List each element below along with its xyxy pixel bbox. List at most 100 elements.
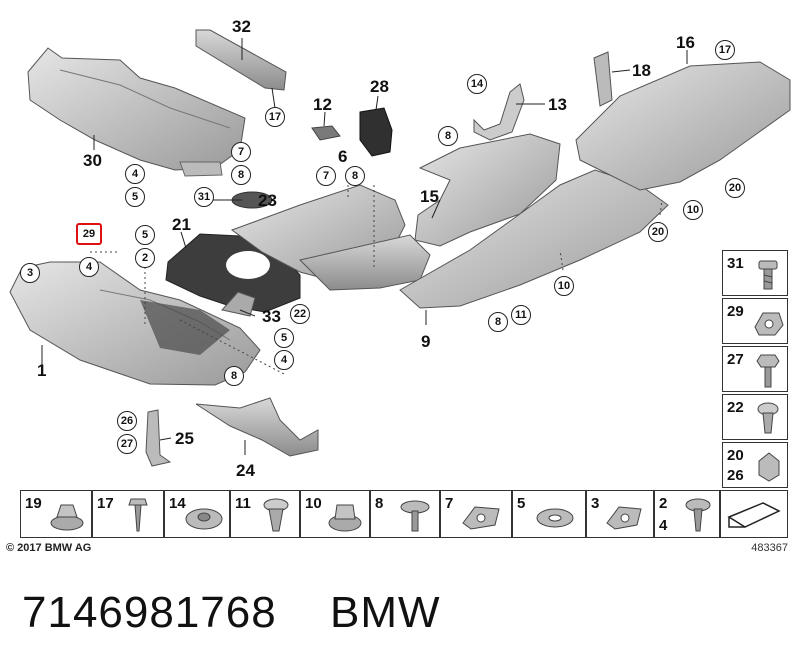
callout-24: 24 [236, 461, 255, 480]
legend-item-7: 7 [440, 490, 512, 538]
callout-28: 28 [370, 77, 389, 96]
callout-25: 25 [175, 429, 194, 448]
circle-31: 31 [194, 187, 214, 207]
legend-item-8: 8 [370, 490, 440, 538]
legend-num: 19 [25, 495, 42, 512]
plastic-rivet-icon [263, 498, 289, 532]
circle-17-b: 17 [715, 40, 735, 60]
dashed-leaders [90, 185, 663, 376]
circle-17-a: 17 [265, 107, 285, 127]
circle-5-a: 5 [125, 187, 145, 207]
part-16-rear-panel [575, 61, 791, 191]
part-6-panel [230, 184, 431, 291]
legend-num: 17 [97, 495, 114, 512]
part-9-side-panel [399, 169, 669, 309]
spring-nut-icon [754, 312, 784, 336]
torx-screw-icon [685, 498, 711, 532]
circle-22: 22 [290, 304, 310, 324]
part-number: 7146981768 [22, 588, 277, 637]
legend-item-11: 11 [230, 490, 300, 538]
circle-7-a: 7 [231, 142, 251, 162]
callout-32: 32 [232, 17, 251, 36]
callout-13: 13 [548, 95, 567, 114]
legend-item-2-4: 2 4 [654, 490, 720, 538]
circle-2: 2 [135, 248, 155, 268]
clip-nut-icon [462, 506, 500, 530]
legend-item-14: 14 [164, 490, 230, 538]
legend-num: 27 [727, 351, 744, 368]
callout-16: 16 [676, 33, 695, 52]
callout-12: 12 [313, 95, 332, 114]
part-33-wedge [221, 291, 256, 317]
brand: BMW [330, 588, 441, 637]
hex-screw-icon [756, 354, 780, 388]
callout-1: 1 [37, 361, 47, 380]
callout-23: 23 [258, 191, 277, 210]
legend-item-27: 27 [722, 346, 788, 392]
expanding-rivet-icon [757, 402, 779, 434]
flat-washer-icon [536, 508, 574, 528]
circle-4-a: 4 [125, 164, 145, 184]
circle-8-d: 8 [224, 366, 244, 386]
collar-nut-icon [50, 504, 84, 531]
circle-4-b: 4 [79, 257, 99, 277]
circle-11: 11 [511, 305, 531, 325]
legend-num-2: 4 [659, 517, 668, 534]
legend-item-3: 3 [586, 490, 654, 538]
flange-nut-icon [328, 504, 362, 532]
circle-5-c: 5 [274, 328, 294, 348]
circle-27: 27 [117, 434, 137, 454]
circle-26: 26 [117, 411, 137, 431]
legend-item-10: 10 [300, 490, 370, 538]
circle-10-b: 10 [683, 200, 703, 220]
legend-num: 14 [169, 495, 186, 512]
callout-21: 21 [172, 215, 191, 234]
direction-arrow-icon [727, 502, 781, 528]
legend-num: 2 [659, 495, 668, 512]
callout-18: 18 [632, 61, 651, 80]
legend-num: 7 [445, 495, 454, 512]
direction-arrow-cell [720, 490, 788, 538]
circle-8-a: 8 [438, 126, 458, 146]
part-13-hanger [473, 83, 525, 141]
legend-item-19: 19 [20, 490, 92, 538]
legend-item-5: 5 [512, 490, 586, 538]
washer-screw-icon [400, 500, 430, 532]
circle-8-c: 8 [345, 166, 365, 186]
part-12-pad [311, 125, 341, 141]
washer-nut-icon [185, 508, 223, 530]
legend-num: 8 [375, 495, 384, 512]
circle-10-a: 10 [554, 276, 574, 296]
circle-20-b: 20 [725, 178, 745, 198]
circle-5-b: 5 [135, 225, 155, 245]
circle-8-e: 8 [488, 312, 508, 332]
part-30-shield [27, 47, 246, 177]
legend-num: 10 [305, 495, 322, 512]
circle-7-b: 7 [316, 166, 336, 186]
legend-item-20-26: 20 26 [722, 442, 788, 488]
part-32-rail [195, 29, 287, 91]
legend-num: 22 [727, 399, 744, 416]
legend-num-2: 26 [727, 467, 744, 484]
circle-4-c: 4 [274, 350, 294, 370]
diagram-id: 483367 [751, 542, 788, 554]
clip-screw-icon [758, 260, 778, 290]
circle-14: 14 [467, 74, 487, 94]
circle-3: 3 [20, 263, 40, 283]
legend-item-17: 17 [92, 490, 164, 538]
part-1-shield [9, 261, 261, 386]
copyright: © 2017 BMW AG [6, 542, 92, 554]
underbody-exploded-diagram [9, 29, 791, 467]
legend-item-29: 29 [722, 298, 788, 344]
legend-num: 20 [727, 447, 744, 464]
leader-lines [41, 38, 688, 455]
hex-nut-icon [758, 452, 780, 482]
circle-8-b: 8 [231, 165, 251, 185]
callout-15: 15 [420, 187, 439, 206]
callout-30: 30 [83, 151, 102, 170]
legend-num: 29 [727, 303, 744, 320]
callout-6: 6 [338, 147, 348, 166]
part-28-block [359, 107, 393, 157]
legend-item-22: 22 [722, 394, 788, 440]
part-25-bracket [145, 409, 172, 467]
